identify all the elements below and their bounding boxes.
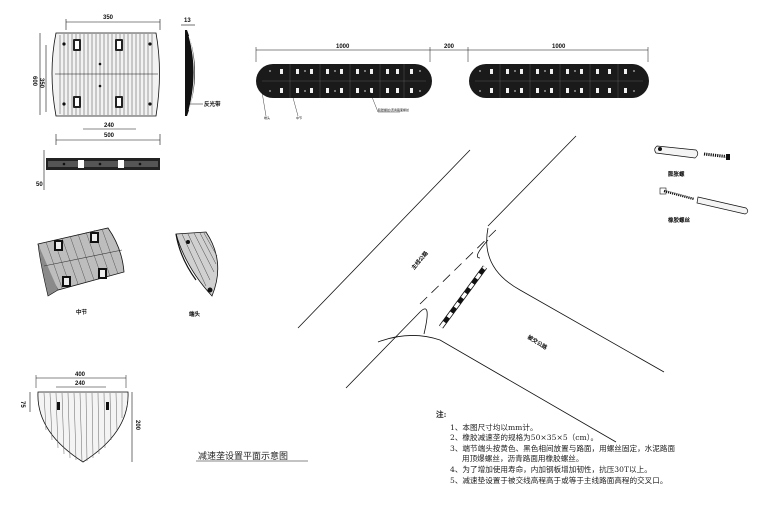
drawing-title: 减速垄设置平面示意图 [198, 452, 289, 462]
dim-strip-gap: 200 [444, 44, 455, 50]
note-item-5: 5、减速垫设置于被交线高程高于或等于主线路面高程的交叉口。 [450, 475, 668, 485]
dim-end-240: 240 [75, 381, 86, 387]
callout-end: 端头 [264, 115, 270, 120]
note-item-2: 2、橡胶减速垄的规格为50×35×5（cm）。 [450, 433, 599, 443]
assembled-strip: 1000 200 1000 [255, 44, 649, 120]
bolt-label-expansion: 膨胀螺 [667, 170, 685, 178]
bolts-detail: 膨胀螺 橡胶螺丝 [654, 145, 749, 224]
dim-end-75: 75 [19, 401, 25, 408]
note-item-3: 3、端节端头按黄色、黑色相间放置与路面，用螺丝固定，水泥路面 [450, 443, 676, 453]
module-section-view: 50 [36, 150, 160, 190]
dim-end-200: 200 [134, 420, 140, 431]
intersection-layout [297, 135, 665, 443]
dim-thickness-13: 13 [184, 18, 191, 24]
dim-top-350: 350 [103, 15, 114, 21]
dim-strip-left: 1000 [336, 44, 350, 50]
note-item-1: 1、本图尺寸均以mm计。 [450, 422, 538, 432]
reflective-band-label: 反光带 [204, 100, 221, 108]
callout-middle: 中节 [296, 115, 302, 120]
middle-section-caption: 中节 [76, 308, 88, 316]
dim-end-400: 400 [75, 372, 86, 378]
notes-title: 注: [436, 410, 447, 419]
speed-bump-on-road [438, 265, 488, 329]
dim-strip-right: 1000 [552, 44, 566, 50]
notes-block: 注: 1、本图尺寸均以mm计。 2、橡胶减速垄的规格为50×35×5（cm）。 … [436, 410, 675, 486]
dim-left-350: 350 [38, 78, 44, 89]
cross-road-label: 被交公路 [526, 333, 549, 352]
dim-bottom-500: 500 [104, 133, 115, 139]
module-side-view: 13 反光带 [181, 18, 221, 116]
end-section-caption: 端头 [189, 310, 201, 318]
note-item-3-continued: 用顶爆螺丝，沥青路面用橡胶螺丝。 [462, 454, 584, 464]
dim-left-600: 600 [31, 76, 37, 87]
module-plan-view: 350 600 350 [31, 15, 161, 145]
dim-inner-240: 240 [104, 123, 115, 129]
end-section-iso: 端头 [175, 231, 219, 318]
bolt-label-rubber: 橡胶螺丝 [668, 216, 691, 224]
dim-section-50: 50 [36, 182, 43, 188]
callout-bolts: 膨胀螺丝/沥青路面螺丝 [378, 107, 409, 112]
main-road-label: 主线公路 [409, 249, 430, 271]
end-piece-plan: 400 240 75 200 [19, 372, 140, 463]
note-item-4: 4、为了增加使用寿命，内加钢板增加韧性，抗压30T以上。 [450, 464, 652, 474]
middle-section-iso: 中节 [37, 227, 125, 316]
